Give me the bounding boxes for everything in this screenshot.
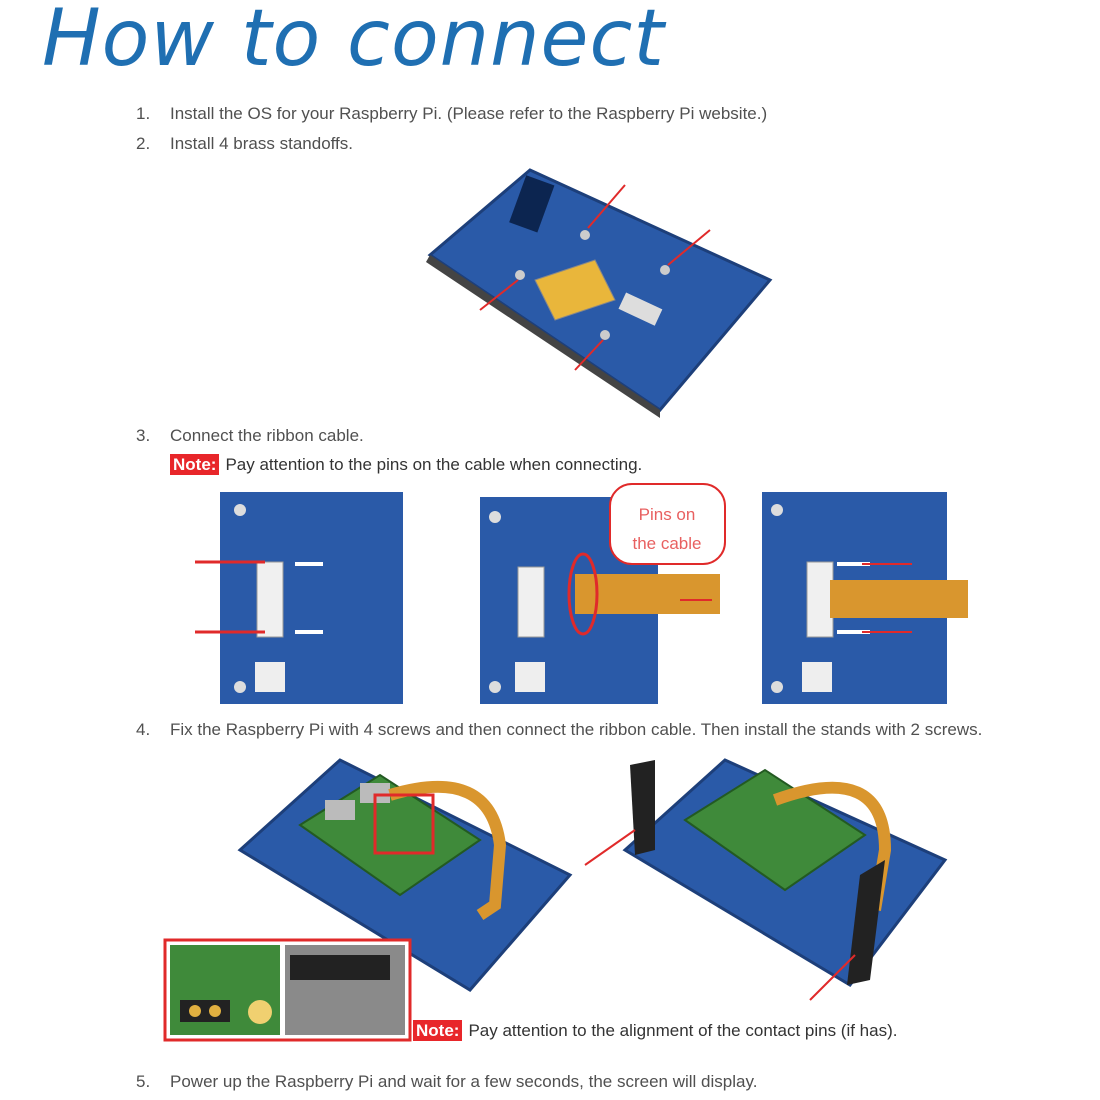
standoffs-figure xyxy=(426,168,773,418)
step-number: 5. xyxy=(136,1072,151,1091)
step-number: 1. xyxy=(136,104,151,123)
ribbon-figure-open xyxy=(195,492,403,704)
step-number: 4. xyxy=(136,720,151,739)
step-text: Install the OS for your Raspberry Pi. (P… xyxy=(170,104,768,123)
contact-pins-inset xyxy=(163,938,412,1042)
page-title: How to connect xyxy=(42,0,665,84)
note-tag: Note: xyxy=(413,1020,463,1041)
step-3: 3. Connect the ribbon cable. xyxy=(136,426,364,446)
step-text: Power up the Raspberry Pi and wait for a… xyxy=(170,1072,758,1091)
ribbon-figure-locked xyxy=(762,492,968,704)
pi-stands-figure xyxy=(584,758,948,1001)
step-number: 2. xyxy=(136,134,151,153)
note-text: Pay attention to the alignment of the co… xyxy=(468,1021,898,1040)
note-text: Pay attention to the pins on the cable w… xyxy=(225,455,643,474)
step-text: Connect the ribbon cable. xyxy=(170,426,364,445)
step-text: Fix the Raspberry Pi with 4 screws and t… xyxy=(170,720,983,739)
pi-mounted-figure xyxy=(237,758,573,992)
step-4: 4. Fix the Raspberry Pi with 4 screws and… xyxy=(136,720,982,740)
step-text: Install 4 brass standoffs. xyxy=(170,134,354,153)
step-number: 3. xyxy=(136,426,151,445)
step-2: 2. Install 4 brass standoffs. xyxy=(136,134,353,154)
note-tag: Note: xyxy=(170,454,220,475)
step-5: 5. Power up the Raspberry Pi and wait for… xyxy=(136,1072,757,1092)
callout-line-2: the cable xyxy=(632,534,702,553)
ribbon-figure-insert xyxy=(480,483,726,704)
contact-note: Note: Pay attention to the alignment of t… xyxy=(413,1020,898,1041)
ribbon-note: Note: Pay attention to the pins on the ca… xyxy=(170,454,643,475)
pins-callout: Pins on the cable xyxy=(610,500,724,558)
callout-line-1: Pins on xyxy=(638,505,696,524)
step-1: 1. Install the OS for your Raspberry Pi. … xyxy=(136,104,767,124)
